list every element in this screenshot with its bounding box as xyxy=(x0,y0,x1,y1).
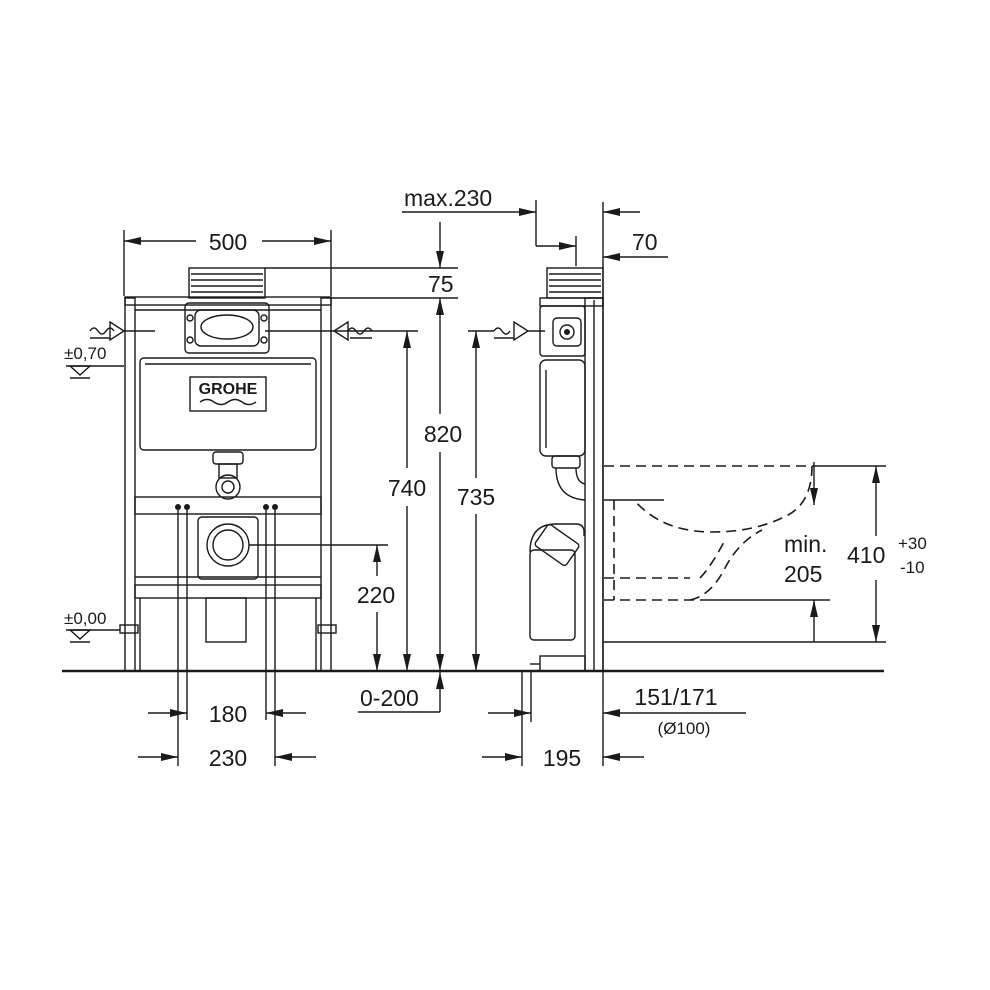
side-top-cap xyxy=(546,267,604,299)
front-supply-left xyxy=(89,320,155,342)
grohe-logo: GROHE xyxy=(199,381,258,398)
level-mark-floor xyxy=(66,629,120,643)
side-top-cap-hatch xyxy=(549,273,601,293)
side-flush-bend xyxy=(555,467,586,501)
dim-max230: max.230 xyxy=(404,185,492,211)
dim-width-500: 500 xyxy=(209,229,247,255)
dim-410-lines xyxy=(603,465,886,643)
front-drain-connection xyxy=(197,516,259,580)
dim-220-lines xyxy=(249,544,388,671)
dim-740: 740 xyxy=(388,475,426,501)
dim-820: 820 xyxy=(424,421,462,447)
dim-outlet-diameter: (Ø100) xyxy=(658,719,711,738)
dim-151-171-lines xyxy=(488,671,746,722)
dim-width-500-lines xyxy=(123,230,332,296)
front-cistern xyxy=(139,357,317,451)
dim-735-lines xyxy=(472,331,480,671)
level-label-floor: ±0,00 xyxy=(64,609,106,628)
dim-220: 220 xyxy=(357,582,395,608)
dim-410: 410 xyxy=(847,542,885,568)
front-flush-pipe xyxy=(212,451,244,500)
dim-230-lines xyxy=(138,507,316,766)
dim-180: 180 xyxy=(209,701,247,727)
dim-151-171: 151/171 xyxy=(634,684,717,710)
grohe-logo-box xyxy=(189,376,267,412)
side-supply xyxy=(493,320,545,342)
front-top-cap xyxy=(188,267,266,299)
dim-410-tol-plus: +30 xyxy=(898,534,927,553)
toilet-pan-outline xyxy=(604,465,813,601)
dim-min-value: 205 xyxy=(784,561,822,587)
level-label-upper: ±0,70 xyxy=(64,344,106,363)
dim-410-tol-minus: -10 xyxy=(900,558,925,577)
side-valve xyxy=(539,305,586,357)
side-cistern xyxy=(539,359,586,469)
dim-75: 75 xyxy=(428,271,454,297)
dim-195: 195 xyxy=(543,745,581,771)
dim-0-200: 0-200 xyxy=(360,685,419,711)
grohe-logo-waves xyxy=(199,398,257,406)
dim-min-label: min. xyxy=(784,531,827,557)
side-frame-post xyxy=(539,297,604,672)
dim-735: 735 xyxy=(457,484,495,510)
dim-75-lines xyxy=(265,222,458,299)
dim-max230-lines xyxy=(402,200,537,246)
level-mark-upper xyxy=(66,365,124,379)
dim-70-lines xyxy=(536,202,668,671)
dim-820-lines xyxy=(436,298,444,671)
front-bolt-markers xyxy=(175,504,278,510)
dim-180-lines xyxy=(148,507,306,720)
dim-230: 230 xyxy=(209,745,247,771)
dim-195-lines xyxy=(482,671,644,766)
dim-min205-lines xyxy=(700,462,830,642)
side-drain-elbow xyxy=(529,523,585,641)
front-top-cap-hatch xyxy=(191,273,263,293)
dim-740-lines xyxy=(265,330,418,671)
dim-0-200-lines xyxy=(358,672,444,713)
front-valve-unit xyxy=(184,302,270,354)
side-foot xyxy=(530,655,586,672)
dim-70: 70 xyxy=(632,229,658,255)
